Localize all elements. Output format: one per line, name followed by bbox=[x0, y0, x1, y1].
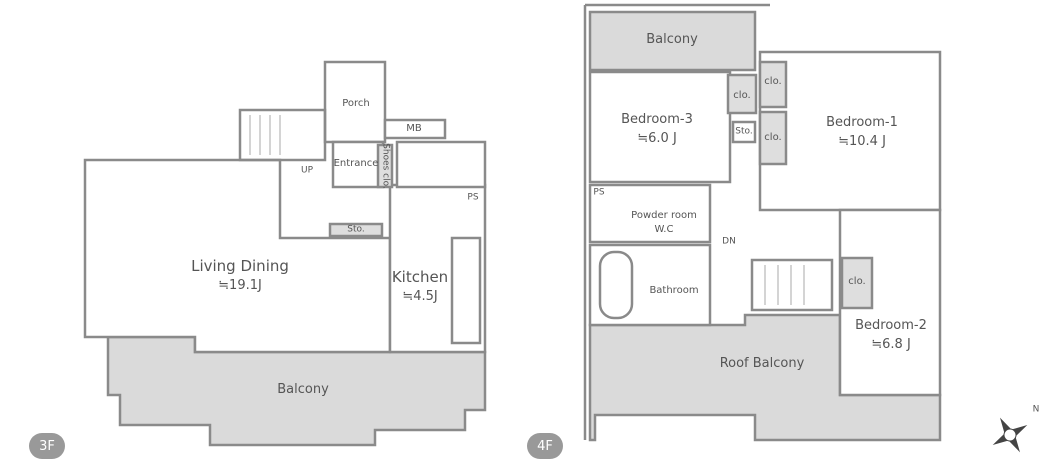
compass-icon bbox=[992, 417, 1028, 453]
storage-label-4f: Sto. bbox=[735, 126, 753, 137]
balcony-label-3f: Balcony bbox=[277, 382, 329, 398]
kitchen-name: Kitchen bbox=[391, 268, 449, 286]
ps-label-3f: PS bbox=[467, 192, 479, 203]
storage-label-3f: Sto. bbox=[347, 224, 365, 235]
closet-1 bbox=[726, 73, 758, 115]
living-dining-name: Living Dining bbox=[191, 257, 289, 275]
storage-3f bbox=[328, 222, 384, 238]
bathroom-label: Bathroom bbox=[649, 285, 699, 296]
stairs-4f bbox=[750, 258, 834, 312]
bedroom-1-name: Bedroom-1 bbox=[826, 115, 898, 131]
entrance-label: Entrance bbox=[333, 158, 379, 169]
mb-label: MB bbox=[406, 123, 422, 134]
bedroom-1-room bbox=[758, 50, 942, 212]
bathtub bbox=[598, 250, 634, 320]
mb-box bbox=[383, 118, 447, 140]
floor-badge-4f[interactable]: 4F bbox=[527, 433, 563, 459]
bedroom-2-size: ≒6.8 J bbox=[871, 337, 911, 353]
porch-label: Porch bbox=[342, 98, 370, 109]
closet-label-4: clo. bbox=[848, 276, 866, 287]
bathroom-room bbox=[588, 243, 712, 327]
bedroom-3-size: ≒6.0 J bbox=[637, 131, 677, 147]
bedroom-2-name: Bedroom-2 bbox=[855, 318, 927, 334]
shoes-closet-label: Shoes clo. bbox=[380, 143, 391, 189]
balcony-label-4f: Balcony bbox=[646, 32, 698, 48]
kitchen-room bbox=[388, 183, 487, 354]
floor-badge-3f[interactable]: 3F bbox=[29, 433, 65, 459]
living-dining-room bbox=[83, 158, 392, 354]
kitchen-size: ≒4.5J bbox=[402, 289, 438, 305]
closet-label-1: clo. bbox=[733, 90, 751, 101]
kitchen-counter bbox=[450, 236, 482, 345]
closet-4 bbox=[840, 256, 874, 310]
bedroom-3-room bbox=[588, 70, 732, 184]
powder-room-label: Powder room bbox=[631, 210, 697, 221]
stairs-3f bbox=[238, 108, 327, 162]
storage-4f bbox=[731, 120, 757, 144]
closet-label-3: clo. bbox=[764, 132, 782, 143]
up-label: UP bbox=[300, 165, 314, 176]
wc-label: W.C bbox=[654, 224, 674, 235]
compass-north-label: N bbox=[1032, 404, 1040, 415]
roof-balcony-label: Roof Balcony bbox=[719, 356, 805, 372]
closet-label-2: clo. bbox=[764, 76, 782, 87]
powder-room bbox=[588, 183, 712, 244]
bedroom-3-name: Bedroom-3 bbox=[621, 112, 693, 128]
living-dining-size: ≒19.1J bbox=[218, 278, 262, 294]
bedroom-1-size: ≒10.4 J bbox=[838, 134, 886, 150]
closet-2 bbox=[758, 60, 788, 109]
roof-balcony bbox=[588, 313, 942, 442]
balcony-4f bbox=[588, 10, 757, 72]
ps-label-4f: PS bbox=[593, 187, 605, 198]
dn-label: DN bbox=[722, 236, 736, 247]
toilet-room bbox=[395, 140, 487, 189]
shoes-closet bbox=[376, 143, 394, 189]
closet-3 bbox=[758, 110, 788, 166]
